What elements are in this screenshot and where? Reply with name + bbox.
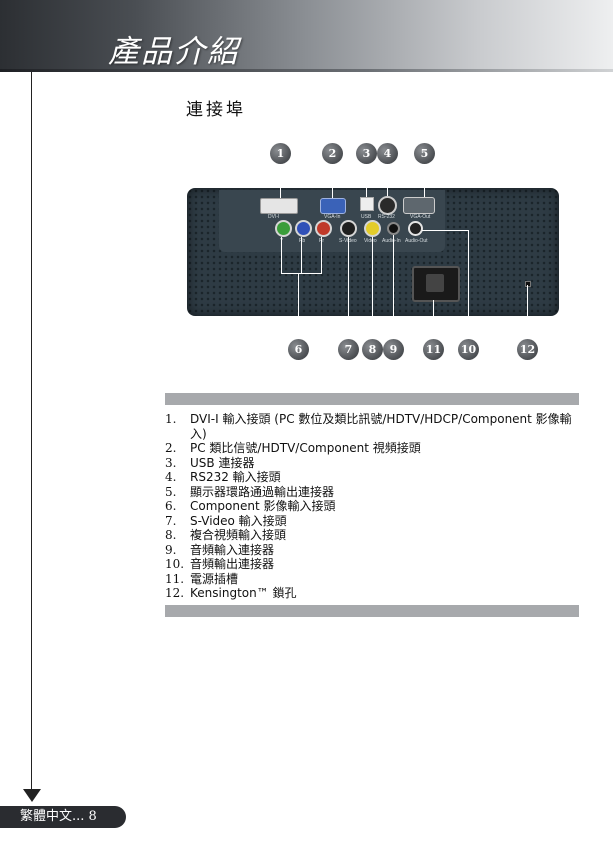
callout-2: 2 <box>322 143 343 164</box>
port-label-pb: Pb <box>299 238 306 244</box>
port-label-vga-out: VGA-Out <box>410 214 431 220</box>
port-label-dvi: DVI-I <box>268 214 280 220</box>
list-item: 4.RS232 輸入接頭 <box>165 470 281 484</box>
list-item: 11.電源插槽 <box>165 571 239 586</box>
leader-line <box>372 237 373 341</box>
down-arrow-icon <box>23 789 41 802</box>
leader-line <box>332 164 333 198</box>
leader-line <box>321 237 322 273</box>
list-item: 6.Component 影像輸入接頭 <box>165 499 336 513</box>
callout-7: 7 <box>338 339 359 360</box>
leader-line <box>433 300 434 341</box>
list-item: 12.Kensington™ 鎖孔 <box>165 586 297 600</box>
list-item: 3.USB 連接器 <box>165 455 255 470</box>
section-heading: 連接埠 <box>186 100 246 120</box>
callout-10: 10 <box>458 339 479 360</box>
leader-line <box>366 164 367 197</box>
vga-out-port <box>403 197 435 214</box>
svideo-jack <box>340 220 357 237</box>
list-item: 5.顯示器環路通過輸出連接器 <box>165 484 335 499</box>
component-pr-jack <box>315 220 332 237</box>
leader-line <box>424 164 425 197</box>
callout-11: 11 <box>423 339 444 360</box>
leader-line <box>387 164 388 196</box>
left-margin-rule <box>31 72 32 790</box>
audio-out-jack <box>408 221 423 236</box>
header-band <box>0 0 613 72</box>
leader-line <box>393 235 394 341</box>
audio-in-jack <box>387 222 400 235</box>
callout-12: 12 <box>517 339 538 360</box>
list-item: 8.複合視頻輸入接頭 <box>165 528 287 542</box>
leader-line <box>298 273 299 341</box>
callout-1: 1 <box>270 143 291 164</box>
callout-9: 9 <box>383 339 404 360</box>
list-item: 9.音頻輸入連接器 <box>165 542 275 557</box>
port-label-video: Video <box>364 238 377 244</box>
page-footer-tab: 繁體中文... 8 <box>0 806 126 828</box>
component-y-jack <box>275 220 292 237</box>
callout-5: 5 <box>414 143 435 164</box>
port-label-audio-in: Audio-In <box>382 238 401 244</box>
list-bottom-rule <box>165 605 579 617</box>
leader-line <box>280 164 281 198</box>
port-label-audio-out: Audio-Out <box>405 238 428 244</box>
component-pb-jack <box>295 220 312 237</box>
dvi-port <box>260 198 298 214</box>
power-socket <box>412 266 460 302</box>
leader-line <box>527 285 528 341</box>
port-label-vga-in: VGA-In <box>324 214 341 220</box>
callout-4: 4 <box>377 143 398 164</box>
kensington-lock-slot <box>525 281 531 287</box>
leader-line <box>348 237 349 341</box>
callout-6: 6 <box>288 339 309 360</box>
list-item: 7.S-Video 輸入接頭 <box>165 513 287 528</box>
callout-3: 3 <box>356 143 377 164</box>
list-item: 1.DVI-I 輸入接頭 (PC 數位及類比訊號/HDTV/HDCP/Compo… <box>165 412 572 441</box>
callout-8: 8 <box>362 339 383 360</box>
chapter-title: 產品介紹 <box>108 34 240 70</box>
list-item: 2.PC 類比信號/HDTV/Component 視頻接頭 <box>165 441 421 455</box>
leader-line <box>281 273 322 274</box>
usb-port <box>360 197 374 211</box>
connection-ports-figure: 1 2 3 4 5 DVI-I VGA-In USB RS-232 VGA-Ou… <box>160 140 580 370</box>
port-list: 1.DVI-I 輸入接頭 (PC 數位及類比訊號/HDTV/HDCP/Compo… <box>165 412 579 601</box>
list-top-rule <box>165 393 579 405</box>
vga-in-port <box>320 198 346 214</box>
leader-line <box>422 230 468 231</box>
rs232-port <box>378 196 397 215</box>
list-item: 10.音頻輸出連接器 <box>165 557 275 571</box>
leader-line <box>301 237 302 273</box>
port-label-rs232: RS-232 <box>378 214 395 220</box>
leader-line <box>281 237 282 273</box>
port-label-svideo: S-Video <box>339 238 357 244</box>
leader-line <box>468 230 469 341</box>
composite-video-jack <box>364 220 381 237</box>
port-label-usb: USB <box>361 214 372 220</box>
